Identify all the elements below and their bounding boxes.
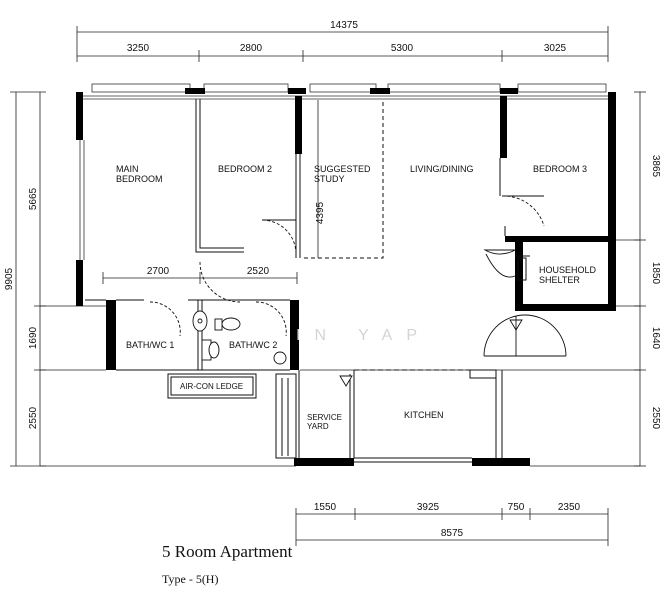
room-study-line1: SUGGESTED	[314, 164, 371, 174]
room-bath-wc2: BATH/WC 2	[229, 340, 277, 350]
dim-top-1: 3250	[127, 43, 150, 54]
dim-bottom-total: 8575	[441, 528, 464, 539]
thin-walls	[85, 99, 530, 463]
dim-top-2: 2800	[240, 43, 263, 54]
room-shelter-line1: HOUSEHOLD	[539, 265, 597, 275]
room-living-dining: LIVING/DINING	[410, 164, 474, 174]
dim-left-3: 2550	[28, 406, 39, 429]
dim-bottom-4: 2350	[558, 502, 581, 513]
dim-left-total: 9905	[4, 267, 15, 290]
dim-top-3: 5300	[391, 43, 414, 54]
room-bedroom2: BEDROOM 2	[218, 164, 272, 174]
dim-inner-2: 2520	[247, 266, 270, 277]
room-service-yard-line2: YARD	[307, 422, 329, 431]
room-bath-wc1: BATH/WC 1	[126, 340, 174, 350]
plan-title: 5 Room Apartment	[162, 542, 293, 561]
dim-bottom-2: 3925	[417, 502, 440, 513]
dimension-lines	[10, 26, 646, 546]
toilet-icon	[221, 317, 241, 331]
dim-right-1: 3865	[650, 155, 661, 178]
room-bedroom3: BEDROOM 3	[533, 164, 587, 174]
plan-subtitle: Type - 5(H)	[162, 572, 219, 586]
walls	[76, 88, 616, 466]
sanitary-fixtures	[192, 310, 353, 387]
room-main-bedroom-line1: MAIN	[116, 164, 139, 174]
dim-bottom-3: 750	[508, 502, 525, 513]
room-main-bedroom-line2: BEDROOM	[116, 174, 163, 184]
dim-left-2: 1690	[28, 326, 39, 349]
room-labels: MAIN BEDROOM BEDROOM 2 SUGGESTED STUDY L…	[116, 164, 597, 431]
dim-left-1: 5665	[28, 187, 39, 210]
watermark: IN YAP	[296, 327, 431, 344]
room-shelter-line2: SHELTER	[539, 275, 580, 285]
room-kitchen: KITCHEN	[404, 410, 444, 420]
dim-study: 4395	[315, 201, 326, 224]
dim-top-4: 3025	[544, 43, 567, 54]
dim-bottom-1: 1550	[314, 502, 337, 513]
dim-right-2: 1850	[650, 262, 661, 285]
dim-right-3: 1640	[650, 327, 661, 350]
dimension-labels: 14375 3250 2800 5300 3025 9905 5665 1690…	[4, 20, 661, 539]
room-study-line2: STUDY	[314, 174, 345, 184]
room-service-yard-line1: SERVICE	[307, 413, 342, 422]
floor-trap-icon	[273, 351, 287, 365]
doors	[149, 195, 567, 357]
dim-top-total: 14375	[330, 20, 358, 31]
dim-right-4: 2550	[650, 407, 661, 430]
dim-inner-1: 2700	[147, 266, 170, 277]
room-aircon-ledge: AIR-CON LEDGE	[180, 382, 243, 391]
